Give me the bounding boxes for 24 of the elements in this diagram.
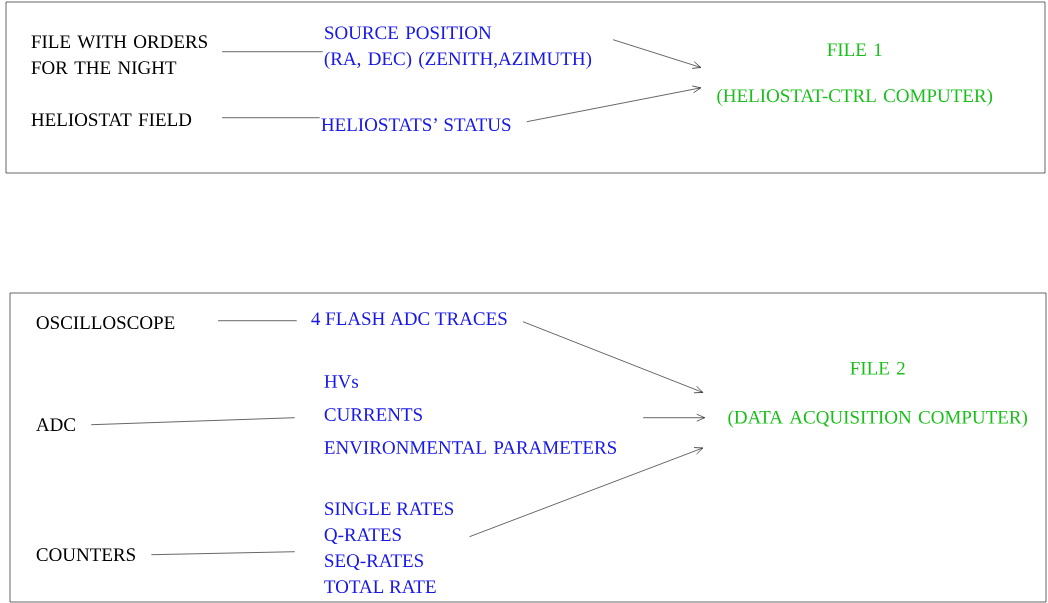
- connector-line: [90, 417, 295, 425]
- arrow: [469, 447, 704, 537]
- source-label: HELIOSTAT FIELD: [31, 113, 192, 127]
- panel-frame: [5, 1, 1046, 174]
- data-label: HELIOSTATS’ STATUS: [321, 118, 511, 132]
- data-label: SINGLE RATES Q-RATES SEQ-RATES TOTAL RATE: [324, 502, 454, 594]
- source-label: FILE WITH ORDERS FOR THE NIGHT: [31, 35, 208, 75]
- file-label: FILE 1 (HELIOSTAT-CTRL COMPUTER): [717, 43, 993, 106]
- arrow: [612, 39, 702, 69]
- connector-line: [151, 551, 295, 555]
- source-label: COUNTERS: [36, 548, 135, 562]
- panel-frame: [9, 292, 1047, 603]
- data-label: 4 FLASH ADC TRACES: [311, 312, 507, 326]
- source-label: OSCILLOSCOPE: [36, 316, 175, 330]
- arrow: [522, 321, 704, 394]
- data-label: HVs CURRENTS ENVIRONMENTAL PARAMETERS: [324, 375, 617, 455]
- arrow: [526, 85, 702, 122]
- connector-line: [221, 51, 323, 52]
- connector-line: [221, 117, 320, 118]
- connector-line: [217, 320, 297, 321]
- arrow: [642, 413, 706, 422]
- data-label: SOURCE POSITION (RA, DEC) (ZENITH,AZIMUTH): [324, 26, 592, 69]
- file-label: FILE 2 (DATA ACQUISITION COMPUTER): [728, 361, 1027, 428]
- source-label: ADC: [36, 418, 75, 432]
